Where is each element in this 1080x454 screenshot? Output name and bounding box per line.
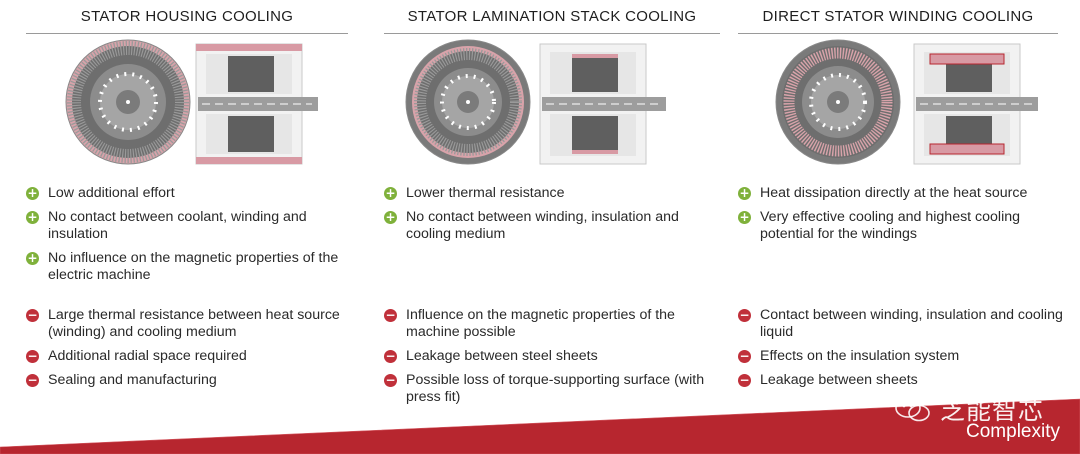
con-item: −Sealing and manufacturing [26, 372, 217, 388]
lamination-cooling-figure [405, 39, 666, 165]
plus-icon: + [26, 210, 39, 224]
minus-icon: − [738, 373, 751, 387]
machine-side-view [913, 43, 1038, 165]
column-title: DIRECT STATOR WINDING COOLING [762, 8, 1034, 25]
pro-item: +Low additional effort [26, 185, 175, 201]
con-item: −Large thermal resistance between heat s… [26, 307, 340, 340]
minus-icon: − [738, 349, 751, 363]
con-item: −Leakage between sheets [738, 372, 918, 388]
con-item: −Influence on the magnetic properties of… [384, 307, 675, 340]
minus-icon: − [384, 308, 397, 322]
stator-cross-section [65, 39, 191, 165]
housing-cooling-figure [65, 39, 318, 165]
cons-list: −Large thermal resistance between heat s… [26, 307, 356, 396]
machine-side-view [195, 43, 318, 165]
plus-icon: + [26, 186, 39, 200]
plus-icon: + [738, 210, 751, 224]
minus-icon: − [26, 349, 39, 363]
minus-icon: − [384, 349, 397, 363]
pro-item: +Very effective cooling and highest cool… [738, 209, 1021, 242]
plus-icon: + [384, 186, 397, 200]
winding-cooling-figure [775, 39, 1038, 165]
column-title: STATOR HOUSING COOLING [80, 8, 294, 25]
minus-icon: − [26, 373, 39, 387]
pros-list: +Low additional effort +No contact betwe… [26, 185, 356, 291]
pros-list: +Heat dissipation directly at the heat s… [738, 185, 1068, 250]
plus-icon: + [384, 210, 397, 224]
stator-cross-section [405, 39, 531, 165]
con-item: −Additional radial space required [26, 348, 247, 364]
wechat-icon [895, 398, 930, 422]
cons-list: −Contact between winding, insulation and… [738, 307, 1068, 396]
pro-item: +No influence on the magnetic properties… [26, 250, 339, 283]
column-title: STATOR LAMINATION STACK COOLING [407, 8, 697, 25]
con-item: −Possible loss of torque-supporting surf… [384, 372, 705, 405]
machine-side-view [539, 43, 666, 165]
divider [738, 33, 1058, 34]
minus-icon: − [384, 373, 397, 387]
pro-item: +Lower thermal resistance [384, 185, 565, 201]
con-item: −Leakage between steel sheets [384, 348, 598, 364]
watermark-text: 芝能智芯 [939, 396, 1044, 425]
pro-item: +Heat dissipation directly at the heat s… [738, 185, 1028, 201]
minus-icon: − [26, 308, 39, 322]
plus-icon: + [738, 186, 751, 200]
stator-cross-section [775, 39, 901, 165]
minus-icon: − [738, 308, 751, 322]
cons-list: −Influence on the magnetic properties of… [384, 307, 730, 413]
pros-list: +Lower thermal resistance +No contact be… [384, 185, 720, 250]
plus-icon: + [26, 251, 39, 265]
con-item: −Effects on the insulation system [738, 348, 960, 364]
divider [26, 33, 348, 34]
divider [384, 33, 720, 34]
bottom-banner [0, 398, 1080, 454]
con-item: −Contact between winding, insulation and… [738, 307, 1063, 340]
complexity-label: Complexity [966, 421, 1060, 442]
pro-item: +No contact between coolant, winding and… [26, 209, 307, 242]
pro-item: +No contact between winding, insulation … [384, 209, 679, 242]
